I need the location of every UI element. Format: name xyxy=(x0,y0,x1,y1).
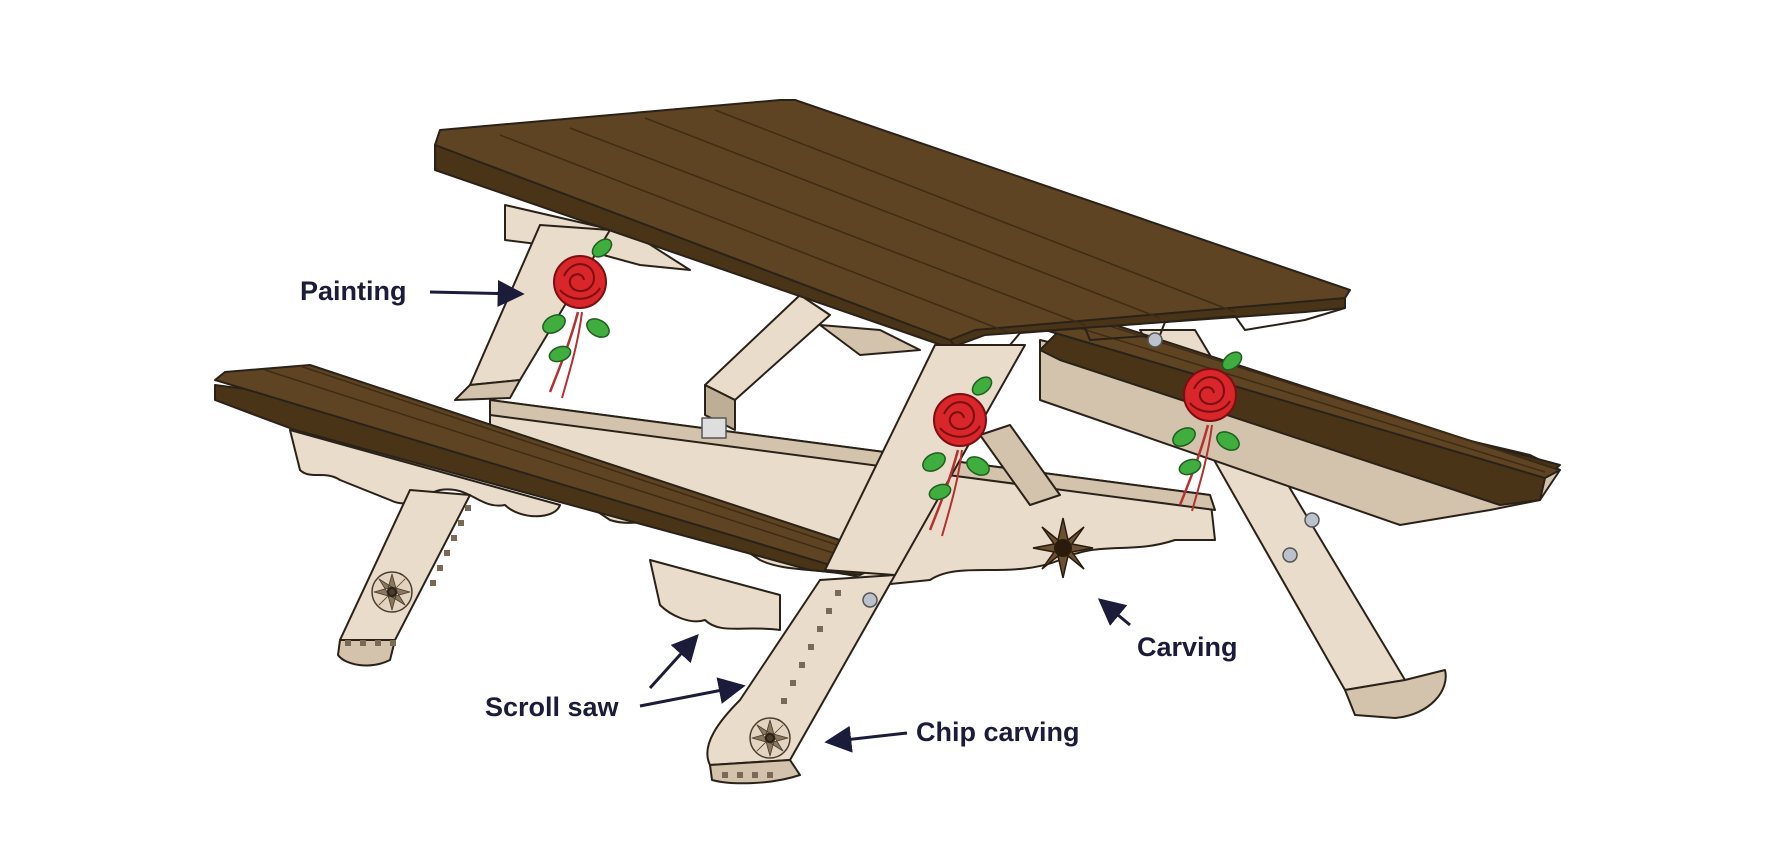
painting-arrow xyxy=(429,279,525,307)
carving-starburst xyxy=(1032,517,1094,579)
back-bench xyxy=(1039,311,1561,526)
diagonal-braces xyxy=(701,294,1061,506)
callout-arrows xyxy=(429,279,1131,753)
chip-carving-dots xyxy=(345,505,841,778)
chip-carving-arrow xyxy=(824,725,908,753)
front-bench-support xyxy=(289,429,781,631)
painting-label: Painting xyxy=(300,276,407,306)
scroll-saw-arrow-2 xyxy=(639,677,746,708)
chip-carving-label: Chip carving xyxy=(916,717,1080,747)
front-bench xyxy=(214,364,886,576)
table-top xyxy=(434,99,1351,353)
carving-label: Carving xyxy=(1137,632,1238,662)
scroll-saw-arrow-1 xyxy=(648,633,699,690)
front-left-leg xyxy=(337,489,471,667)
carving-arrow xyxy=(1097,598,1131,627)
scroll-saw-label: Scroll saw xyxy=(485,692,619,722)
